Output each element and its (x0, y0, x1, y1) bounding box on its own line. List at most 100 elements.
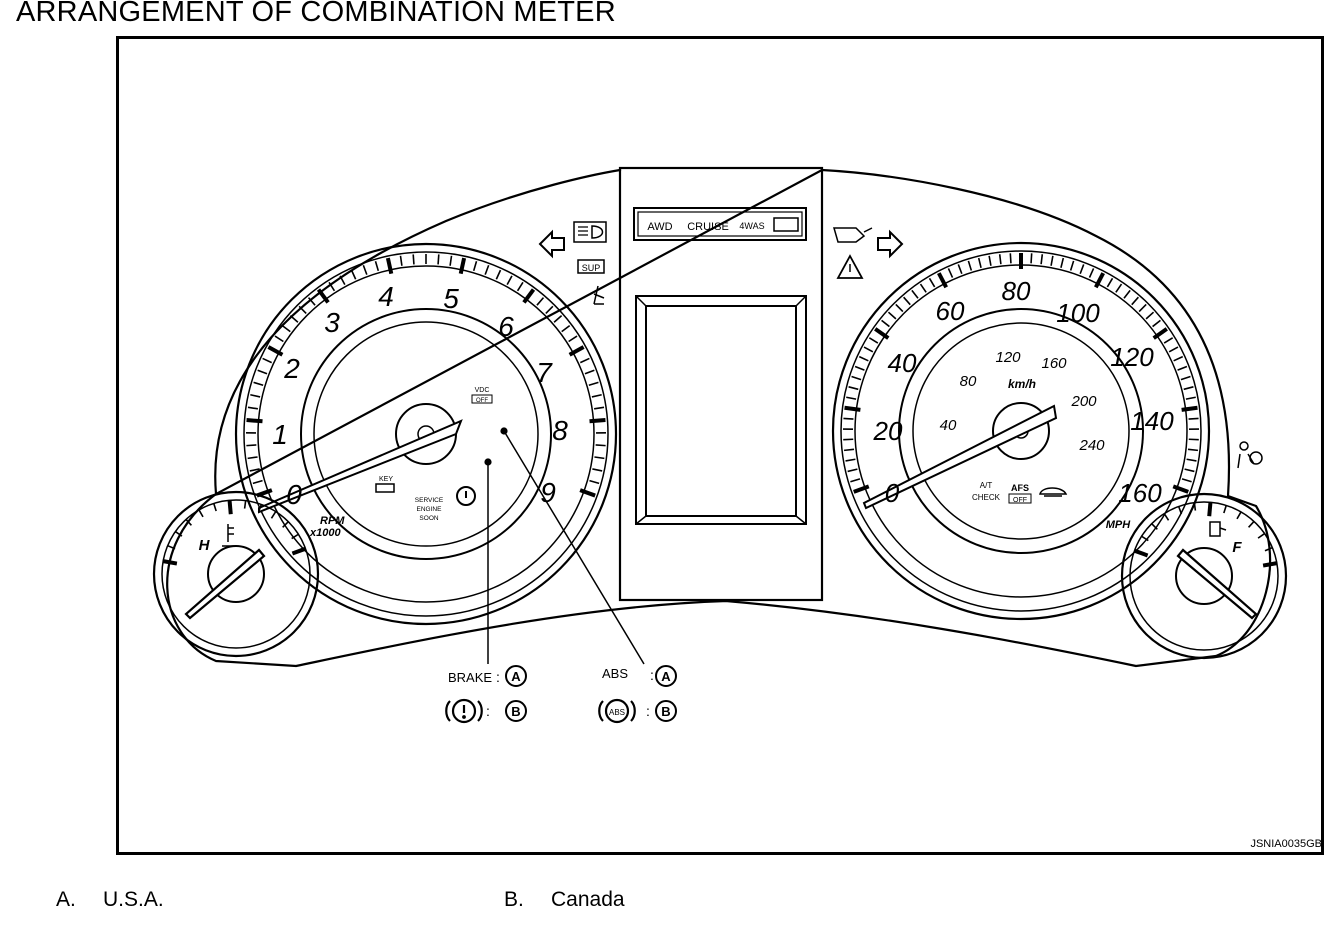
info-strip-4was: 4WAS (739, 221, 764, 231)
tach-num-5: 5 (443, 283, 459, 314)
svg-text::: : (486, 703, 490, 719)
dial-tick (374, 261, 380, 272)
abs-label: ABS (602, 666, 628, 681)
dial-tick (298, 305, 307, 314)
dial-tick (1172, 484, 1189, 494)
sup-indicator-text: SUP (582, 263, 601, 273)
dial-tick (1079, 264, 1085, 275)
kmh-num-120: 120 (995, 349, 1021, 366)
dial-tick (1187, 448, 1199, 452)
tach-num-8: 8 (552, 415, 568, 446)
coolant-temp-icon (222, 524, 236, 547)
mph-num-120: 120 (1110, 342, 1154, 372)
tach-num-2: 2 (283, 353, 300, 384)
dial-tick (506, 275, 513, 286)
dial-tick (594, 406, 605, 410)
dial-tick (1094, 272, 1105, 289)
brake-marker-b: B (511, 704, 520, 719)
dial-tick (928, 277, 936, 288)
speed-unit-mph: MPH (1106, 519, 1132, 531)
service-engine-soon-1: SERVICE (415, 497, 444, 504)
abs-marker-b: B (661, 704, 670, 719)
dial-tick (851, 375, 862, 381)
dial-tick (957, 264, 963, 275)
brake-marker-a: A (511, 669, 521, 684)
dial-tick (847, 468, 858, 473)
dial-tick (1060, 257, 1065, 269)
temperature-needle (184, 548, 266, 620)
mph-num-0: 0 (885, 478, 900, 508)
dial-tick (281, 324, 291, 333)
dial-tick (227, 500, 233, 515)
dial-tick (362, 264, 368, 275)
speedometer-needle (862, 404, 1058, 510)
mph-num-140: 140 (1130, 406, 1174, 436)
dial-tick (1151, 523, 1158, 530)
figure-frame (116, 36, 1324, 855)
at-check-line1: A/T (980, 481, 993, 490)
dial-tick (243, 500, 247, 509)
dial-tick (1106, 277, 1114, 288)
mph-num-60: 60 (936, 296, 965, 326)
brake-label: BRAKE (448, 670, 492, 685)
at-check-line2: CHECK (972, 493, 1001, 502)
abs-callout: ABS : A ABS : B (598, 665, 677, 724)
legend-text-b: Canada (551, 888, 625, 911)
dial-tick (561, 324, 571, 333)
right-turn-arrow-icon (877, 229, 904, 259)
dial-tick (1009, 253, 1012, 264)
dial-tick (1181, 478, 1192, 483)
center-panel (618, 166, 824, 602)
dial-tick (350, 269, 357, 280)
dial-tick (1223, 505, 1228, 514)
tach-num-7: 7 (536, 357, 553, 388)
dial-tick (881, 319, 890, 328)
dial-tick (316, 288, 330, 304)
vdc-off-box (471, 394, 493, 404)
afs-off-text: OFF (1013, 497, 1027, 504)
service-engine-soon-2: ENGINE (417, 506, 443, 513)
tach-unit-rpm: RPM (320, 515, 345, 527)
dial-tick (1236, 511, 1242, 520)
dial-tick (1181, 405, 1198, 412)
page-title: ARRANGEMENT OF COMBINATION METER (16, 0, 616, 28)
master-warning-icon (836, 254, 864, 279)
fuel-gauge-label: F (1232, 539, 1242, 556)
tach-num-6: 6 (498, 311, 514, 342)
dial-tick (589, 418, 606, 424)
dial-tick (536, 297, 545, 306)
abs-warning-icon (598, 698, 636, 724)
temperature-gauge (152, 490, 320, 658)
left-turn-arrow-icon (538, 229, 565, 259)
dial-tick (595, 444, 606, 447)
cluster-housing (166, 168, 1272, 668)
dial-tick (262, 357, 273, 364)
speed-unit-kmh: km/h (1008, 377, 1036, 391)
dial-tick (1185, 396, 1196, 400)
dial-tick (1138, 303, 1147, 313)
dial-tick (844, 405, 861, 412)
dial-tick (1069, 260, 1075, 271)
dial-tick (854, 365, 865, 371)
display-screen-outer (635, 295, 807, 525)
dial-tick (568, 335, 578, 343)
service-engine-soon-3: SOON (419, 515, 438, 522)
tach-num-1: 1 (272, 419, 288, 450)
dial-tick (1177, 365, 1188, 371)
dial-tick (267, 345, 284, 357)
dial-tick (246, 418, 263, 424)
dial-tick (522, 288, 536, 304)
battery-icon (773, 217, 799, 232)
dial-tick (212, 503, 217, 512)
dial-tick (579, 488, 596, 498)
dial-tick (1168, 346, 1179, 353)
mph-num-100: 100 (1056, 298, 1100, 328)
dial-tick (1050, 255, 1054, 266)
dial-tick (328, 281, 336, 292)
dial-tick (257, 369, 268, 375)
tach-num-0: 0 (286, 479, 302, 510)
info-strip-cruise: CRUISE (687, 221, 729, 233)
dial-tick (399, 255, 403, 266)
dial-tick (274, 335, 284, 343)
brake-callout: BRAKE : A : B (445, 665, 527, 724)
